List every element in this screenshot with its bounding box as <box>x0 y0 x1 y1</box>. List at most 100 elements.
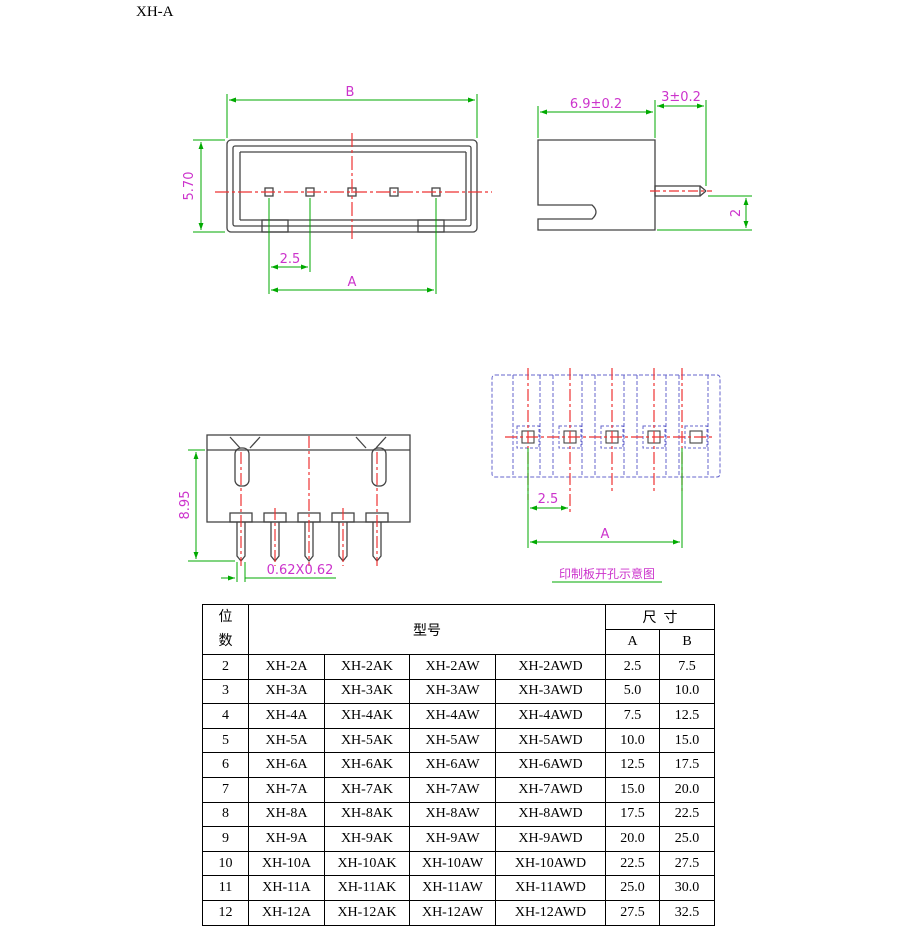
model-aw-cell: XH-12AW <box>409 899 496 926</box>
header-positions-line2: 数 <box>218 633 233 649</box>
dim-a-cell: 17.5 <box>605 801 660 828</box>
dim-height-label: 5.70 <box>182 172 197 201</box>
dim-pcb-pitch-label: 2.5 <box>538 492 559 507</box>
model-awd-cell: XH-10AWD <box>495 850 606 877</box>
model-awd-cell: XH-8AWD <box>495 801 606 828</box>
model-ak-cell: XH-10AK <box>324 850 410 877</box>
model-a-cell: XH-2A <box>248 654 325 680</box>
model-awd-cell: XH-9AWD <box>495 826 606 852</box>
pcb-layout <box>491 374 721 478</box>
positions-cell: 3 <box>202 678 249 705</box>
pcb-centerlines <box>505 368 715 512</box>
positions-cell: 4 <box>202 703 249 729</box>
dim-a-cell: 5.0 <box>605 678 660 705</box>
positions-cell: 2 <box>202 654 249 680</box>
page-title: XH-A <box>136 4 174 20</box>
model-awd-cell: XH-4AWD <box>495 703 606 729</box>
model-awd-cell: XH-11AWD <box>495 875 606 901</box>
header-b: B <box>659 629 715 655</box>
header-positions: 位 数 <box>202 604 249 655</box>
model-a-cell: XH-6A <box>248 752 325 778</box>
front-dimensions <box>193 94 478 294</box>
header-a: A <box>605 629 660 655</box>
model-ak-cell: XH-7AK <box>324 776 410 803</box>
model-aw-cell: XH-10AW <box>409 850 496 877</box>
dim-pcb-a-label: A <box>601 527 610 542</box>
positions-cell: 12 <box>202 899 249 926</box>
side-dimensions <box>537 100 752 231</box>
model-aw-cell: XH-7AW <box>409 776 496 803</box>
model-ak-cell: XH-4AK <box>324 703 410 729</box>
dim-b-cell: 12.5 <box>659 703 715 729</box>
model-aw-cell: XH-9AW <box>409 826 496 852</box>
dim-depth-label: 6.9±0.2 <box>570 97 622 112</box>
header-model: 型号 <box>248 604 606 655</box>
model-aw-cell: XH-3AW <box>409 678 496 705</box>
model-a-cell: XH-12A <box>248 899 325 926</box>
model-ak-cell: XH-2AK <box>324 654 410 680</box>
model-a-cell: XH-10A <box>248 850 325 877</box>
dim-total-height-label: 8.95 <box>178 491 193 520</box>
positions-cell: 7 <box>202 776 249 803</box>
dim-b-cell: 17.5 <box>659 752 715 778</box>
model-ak-cell: XH-6AK <box>324 752 410 778</box>
positions-cell: 9 <box>202 826 249 852</box>
model-ak-cell: XH-11AK <box>324 875 410 901</box>
pcb-caption: 印制板开孔示意图 <box>559 566 655 581</box>
dim-b-cell: 32.5 <box>659 899 715 926</box>
model-awd-cell: XH-3AWD <box>495 678 606 705</box>
model-ak-cell: XH-8AK <box>324 801 410 828</box>
model-aw-cell: XH-8AW <box>409 801 496 828</box>
positions-cell: 11 <box>202 875 249 901</box>
dim-a-cell: 10.0 <box>605 727 660 754</box>
dim-a-cell: 12.5 <box>605 752 660 778</box>
bottom-centerlines <box>240 436 378 566</box>
dim-pitch-label: 2.5 <box>280 252 301 267</box>
table-header-row-1: 位 数 型号 尺 寸 <box>202 604 715 655</box>
positions-cell: 5 <box>202 727 249 754</box>
dim-a-cell: 22.5 <box>605 850 660 877</box>
dim-b-cell: 10.0 <box>659 678 715 705</box>
dim-b-cell: 20.0 <box>659 776 715 803</box>
header-size: 尺 寸 <box>605 604 715 630</box>
dim-a-cell: 7.5 <box>605 703 660 729</box>
positions-cell: 10 <box>202 850 249 877</box>
model-ak-cell: XH-3AK <box>324 678 410 705</box>
dim-b-cell: 7.5 <box>659 654 715 680</box>
table-header-row-2: A B <box>203 629 715 655</box>
model-aw-cell: XH-11AW <box>409 875 496 901</box>
model-a-cell: XH-11A <box>248 875 325 901</box>
model-awd-cell: XH-2AWD <box>495 654 606 680</box>
model-a-cell: XH-5A <box>248 727 325 754</box>
model-ak-cell: XH-5AK <box>324 727 410 754</box>
positions-cell: 6 <box>202 752 249 778</box>
model-aw-cell: XH-6AW <box>409 752 496 778</box>
dim-a-cell: 15.0 <box>605 776 660 803</box>
dim-a-label: A <box>348 275 357 290</box>
model-awd-cell: XH-5AWD <box>495 727 606 754</box>
model-awd-cell: XH-6AWD <box>495 752 606 778</box>
model-a-cell: XH-3A <box>248 678 325 705</box>
technical-drawing: B 5.70 2.5 A 6.9±0.2 3±0.2 2 <box>178 85 752 583</box>
model-aw-cell: XH-5AW <box>409 727 496 754</box>
dim-b-cell: 22.5 <box>659 801 715 828</box>
model-awd-cell: XH-7AWD <box>495 776 606 803</box>
dim-a-cell: 2.5 <box>605 654 660 680</box>
dim-pin-size-label: 0.62X0.62 <box>267 563 334 578</box>
side-view <box>537 139 707 231</box>
dim-b-cell: 25.0 <box>659 826 715 852</box>
bottom-dimensions <box>188 449 336 582</box>
model-ak-cell: XH-9AK <box>324 826 410 852</box>
dim-a-cell: 20.0 <box>605 826 660 852</box>
